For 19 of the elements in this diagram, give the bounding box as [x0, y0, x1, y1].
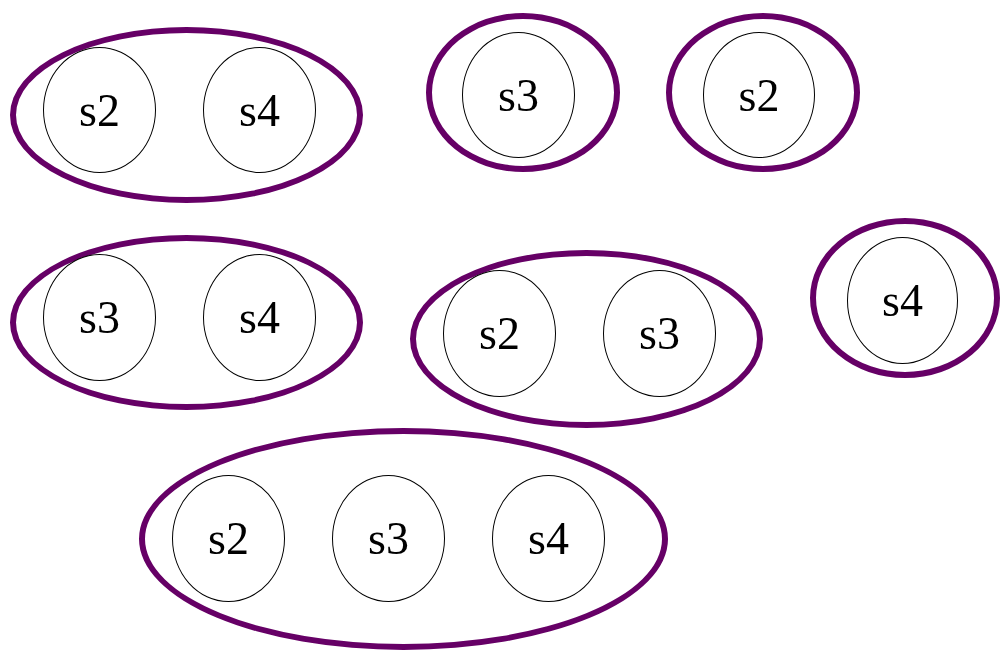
element-ellipse: s4 [203, 47, 316, 173]
element-ellipse: s2 [703, 32, 815, 158]
set-ellipse [139, 428, 668, 650]
set-ellipse [810, 218, 1000, 378]
element-ellipse: s4 [847, 237, 958, 364]
set-ellipse [426, 13, 620, 172]
element-ellipse: s3 [603, 270, 716, 397]
set-ellipse [10, 235, 363, 410]
element-ellipse: s3 [43, 254, 156, 381]
element-ellipse: s3 [332, 475, 445, 602]
set-ellipse [10, 27, 363, 203]
set-ellipse [666, 13, 860, 172]
element-ellipse: s4 [492, 475, 605, 602]
element-ellipse: s2 [43, 47, 156, 173]
element-ellipse: s2 [443, 270, 556, 397]
element-ellipse: s4 [203, 254, 316, 381]
set-ellipse [410, 250, 763, 428]
element-ellipse: s2 [172, 475, 285, 602]
element-ellipse: s3 [462, 32, 575, 158]
